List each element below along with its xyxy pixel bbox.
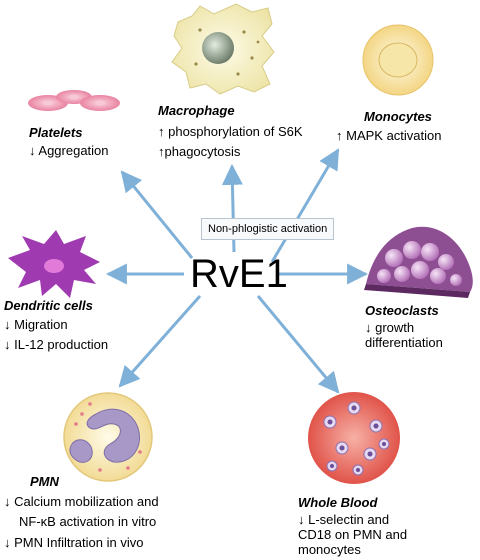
pmn-effect-1: ↓ Calcium mobilization and — [4, 494, 159, 509]
osteoclasts-title: Osteoclasts — [365, 303, 439, 318]
osteoclasts-effect-1: ↓ growth — [365, 320, 415, 335]
whole-blood-title: Whole Blood — [298, 495, 378, 510]
dendritic-cells-title: Dendritic cells — [4, 298, 93, 313]
macrophage-effect-2: ↑phagocytosis — [158, 144, 241, 159]
pmn-effect-2: NF-κB activation in vitro — [19, 514, 157, 529]
dendritic-cells-effect-1: ↓ Migration — [4, 317, 68, 332]
whole-blood-effect-1: ↓ L-selectin and — [298, 512, 390, 527]
macrophage-effect-1: ↑ phosphorylation of S6K — [158, 124, 303, 139]
pmn-effect-3: ↓ PMN Infiltration in vivo — [4, 535, 144, 550]
osteoclasts-effect-2: differentiation — [365, 335, 443, 350]
monocyte-illustration — [362, 24, 434, 96]
arrow-whole-blood — [256, 295, 340, 394]
arrow-pmn — [118, 295, 202, 388]
whole-blood-effect-2: CD18 on PMN and — [298, 527, 408, 542]
dendritic-cells-effect-2: ↓ IL-12 production — [4, 337, 109, 352]
osteoclast-illustration — [364, 226, 473, 298]
platelets-effect-1: ↓ Aggregation — [29, 143, 109, 158]
monocytes-title: Monocytes — [364, 109, 432, 124]
rve1-center-label: RvE1 — [190, 252, 288, 296]
pmn-title: PMN — [30, 474, 59, 489]
arrow-platelets — [120, 170, 194, 259]
monocytes-effect-1: ↑ MAPK activation — [336, 128, 442, 143]
whole-blood-effect-3: monocytes — [298, 542, 361, 557]
dendritic-cell-illustration — [8, 230, 100, 298]
arrow-monocytes — [270, 148, 340, 263]
whole-blood-illustration — [308, 392, 400, 484]
non-phlogistic-box: Non-phlogistic activation — [201, 218, 335, 240]
pmn-illustration — [63, 392, 153, 482]
platelets-illustration — [28, 90, 120, 111]
macrophage-title: Macrophage — [158, 103, 235, 118]
platelets-title: Platelets — [29, 125, 83, 140]
macrophage-illustration — [171, 3, 275, 95]
